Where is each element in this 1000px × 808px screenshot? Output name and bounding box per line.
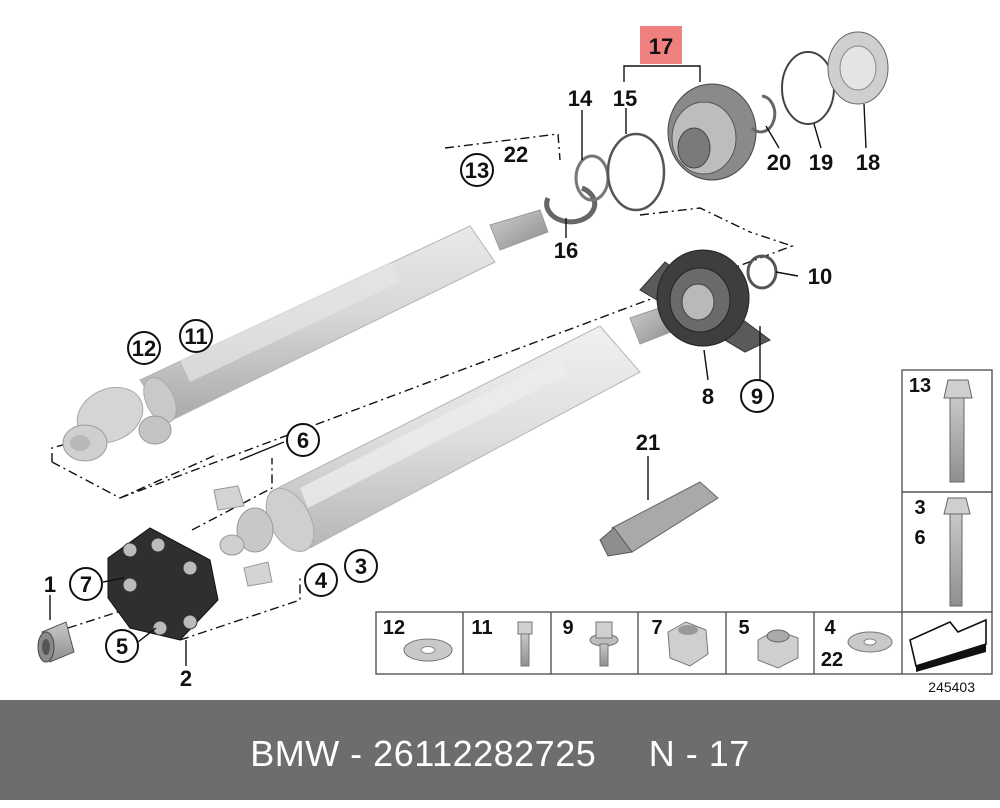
callout-20: 20 xyxy=(767,150,791,175)
callout-2: 2 xyxy=(180,666,192,691)
callout-15: 15 xyxy=(613,86,637,111)
callout-9: 9 xyxy=(751,384,763,409)
legend-bolt-6: 6 xyxy=(914,527,925,549)
callout-21: 21 xyxy=(636,430,660,455)
callout-8: 8 xyxy=(702,384,714,409)
centering-sleeve-part xyxy=(37,621,75,663)
leader-lines xyxy=(49,56,867,666)
legend-washer-12: 12 xyxy=(383,617,405,639)
legend-washer-4: 4 xyxy=(824,617,836,639)
front-propeller-shaft xyxy=(62,209,549,462)
center-bearing-part xyxy=(639,249,771,353)
legend-bolt-11: 11 xyxy=(471,617,492,639)
callout-10: 10 xyxy=(808,264,832,289)
ring-part xyxy=(746,254,778,290)
legend-washer-22: 22 xyxy=(821,649,843,671)
callout-18: 18 xyxy=(856,150,880,175)
callout-14: 14 xyxy=(568,86,593,111)
callout-3: 3 xyxy=(355,554,367,579)
bolt-legend: 13 3 6 xyxy=(901,369,993,613)
callout-11: 11 xyxy=(184,324,207,349)
part-number-text: BMW - 26112282725 N - 17 xyxy=(250,733,750,774)
hardware-legend-row: 12 11 9 7 5 4 22 xyxy=(375,611,993,675)
gasket-part xyxy=(781,51,835,125)
protective-cap-part xyxy=(827,31,889,105)
callout-1: 1 xyxy=(44,572,56,597)
flex-disc-part xyxy=(107,527,219,641)
highlight-box xyxy=(640,26,682,64)
exploded-parts-diagram: 17 14 15 16 20 19 18 22 10 8 21 1 2 13 1… xyxy=(37,26,993,695)
callout-5: 5 xyxy=(116,634,128,659)
callout-4: 4 xyxy=(315,568,328,593)
diagram-reference-number: 245403 xyxy=(928,679,975,695)
callout-19: 19 xyxy=(809,150,833,175)
callout-17: 17 xyxy=(649,34,673,59)
callout-7: 7 xyxy=(80,572,92,597)
callout-13: 13 xyxy=(465,158,489,183)
legend-bolt-13: 13 xyxy=(909,375,931,397)
seal-ring-part xyxy=(606,132,666,212)
legend-nut-7: 7 xyxy=(651,617,662,639)
callout-22-top: 22 xyxy=(504,142,528,167)
part-number-footer: BMW - 26112282725 N - 17 xyxy=(0,700,1000,800)
circlip-part xyxy=(544,185,598,225)
constant-velocity-joint-part xyxy=(667,83,757,181)
circled-callouts xyxy=(69,153,774,663)
callout-12: 12 xyxy=(132,336,156,361)
callout-6: 6 xyxy=(297,428,309,453)
grease-tube-part xyxy=(599,481,719,557)
legend-bolt-3: 3 xyxy=(914,497,925,519)
legend-bolt-9: 9 xyxy=(562,617,573,639)
circlip-20-part xyxy=(750,94,777,134)
callout-16: 16 xyxy=(554,238,578,263)
legend-nut-5: 5 xyxy=(738,617,749,639)
